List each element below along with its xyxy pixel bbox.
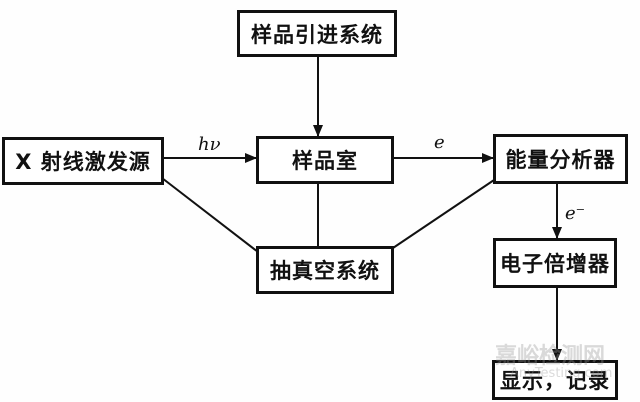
sample-intro-box: 样品引进系统 xyxy=(237,10,397,57)
vacuum-line-source xyxy=(161,177,259,253)
electron-minus-label: e⁻ xyxy=(565,203,586,224)
energy-analyzer-box: 能量分析器 xyxy=(493,134,628,184)
electron-label: e xyxy=(434,132,445,153)
vacuum-line-analyzer xyxy=(389,175,501,251)
xray-source-box: X 射线激发源 xyxy=(2,137,164,185)
electron-multiplier-box: 电子倍增器 xyxy=(493,238,617,288)
photon-label: hν xyxy=(198,134,221,155)
display-record-box: 显示，记录 xyxy=(492,360,618,400)
sample-chamber-box: 样品室 xyxy=(256,136,394,184)
vacuum-system-box: 抽真空系统 xyxy=(256,246,394,294)
